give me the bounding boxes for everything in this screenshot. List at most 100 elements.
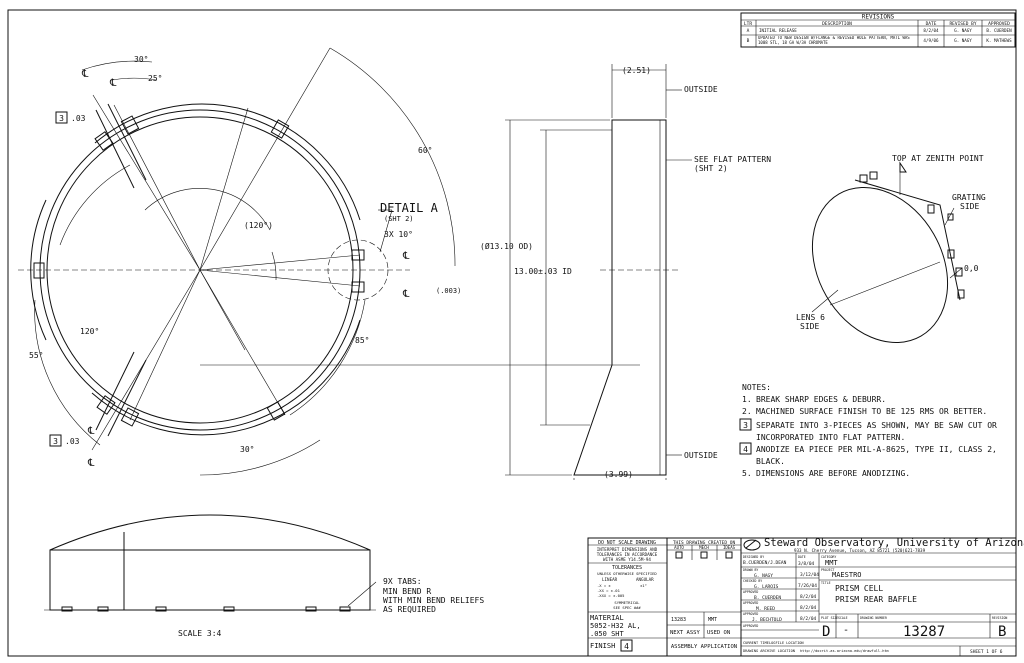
angle-120: 120°: [80, 327, 99, 336]
interpret-2: TOLERANCES IN ACCORDANCE: [597, 552, 658, 557]
centerline-symbol-3: ℄: [87, 426, 95, 437]
angle-30: 30°: [134, 55, 148, 64]
arc-60: [329, 47, 456, 267]
sheet-number: SHEET 1 OF 6: [970, 649, 1003, 655]
tabs-label-4: AS REQUIRED: [383, 605, 436, 614]
note-ref-top-text: .03: [71, 114, 86, 123]
iso-lens-side: SIDE: [800, 322, 819, 331]
detail-a-circle: [327, 239, 389, 301]
unless-specified: UNLESS OTHERWISE SPECIFIED: [597, 571, 657, 576]
rev-a-revised-by: G. NAGY: [954, 28, 972, 33]
used-on-label: USED ON: [707, 630, 730, 636]
drawn-by: G. NAGY: [754, 573, 773, 579]
front-view: 30° 25° 60° (120°) 120° 55° 85° 30° 3X 1…: [18, 47, 640, 476]
rev-b-description-box: UPDATED TO NEW DESIGN W/FLANGE & REVISED…: [758, 36, 910, 44]
assembly-application: ASSEMBLY APPLICATION: [671, 644, 737, 650]
see-flat-sheet: (SHT 2): [694, 164, 728, 173]
organization-name: Steward Observatory, University of Arizo…: [764, 537, 1024, 549]
outside-bottom: OUTSIDE: [684, 451, 718, 460]
created-on: THIS DRAWING CREATED ON: [673, 540, 736, 546]
tol-angular-value: ±1°: [640, 583, 647, 588]
angle-10: 3X 10°: [384, 230, 413, 239]
archive-label: DRAWING ARCHIVE LOCATION: [743, 649, 795, 653]
tol-x: .X = ±: [597, 583, 611, 588]
interpret-1: INTERPRET DIMENSIONS AND: [597, 547, 658, 552]
rev-header-description: DESCRIPTION: [822, 21, 852, 27]
angle-25: 25°: [148, 74, 162, 83]
material-line-2: .050 SHT: [590, 630, 625, 638]
note-3-num: 3: [743, 421, 748, 430]
iso-grating-label: GRATING: [952, 193, 986, 202]
iso-top-label: TOP AT ZENITH POINT: [892, 154, 984, 163]
arc-10: [271, 251, 277, 281]
note-2-text: MACHINED SURFACE FINISH TO BE 125 RMS OR…: [756, 407, 987, 416]
note-3-line-1: SEPARATE INTO 3-PIECES AS SHOWN, MAY BE …: [756, 421, 997, 430]
centerline-symbol-5: ℄: [402, 251, 410, 262]
title-label: TITLE: [821, 581, 831, 585]
material-line-1: 5052-H32 AL,: [590, 622, 641, 630]
tab-bottom-right: [266, 401, 286, 421]
tolerances: TOLERANCES: [612, 565, 642, 571]
note-4-box: [739, 442, 752, 455]
side-view: (2.51) (3.99) OUTSIDE OUTSIDE SEE FLAT P…: [480, 64, 771, 480]
category-label: CATEGORY: [821, 555, 836, 559]
next-assy-number: 13283: [671, 617, 686, 623]
rev-header-revised-by: REVISED BY: [949, 21, 976, 27]
notes-title: NOTES:: [742, 383, 771, 392]
tab-left: [33, 262, 45, 279]
rev-header-ltr: LTR: [744, 21, 752, 27]
note-5-num: 5.: [742, 469, 752, 478]
approved-label-4: APPROVED: [743, 624, 758, 628]
dim-bottom: (3.99): [604, 470, 633, 479]
revision: B: [998, 624, 1006, 640]
note-4-num: 4: [743, 445, 748, 454]
approved-label-2: APPROVED: [743, 601, 758, 605]
note-4-line-1: ANODIZE EA PIECE PER MIL-A-8625, TYPE II…: [756, 445, 997, 454]
rev-header-date: DATE: [926, 21, 937, 27]
arc-25: [111, 77, 157, 81]
angle-55: 55°: [29, 351, 43, 360]
tab-top-left-1: [120, 115, 140, 135]
bottom-dome: [49, 514, 371, 551]
rev-a-description: INITIAL RELEASE: [759, 28, 797, 33]
cad-ideas: IDEAS: [723, 545, 736, 550]
rev-b-date: 4/9/06: [923, 38, 939, 43]
angle-85: 85°: [355, 336, 369, 345]
note-ref-bottom-box: [49, 434, 62, 447]
tab-bottom-left-2: [120, 407, 140, 427]
scale-value: -: [843, 625, 849, 636]
sheet-border: [7, 9, 1017, 657]
next-assy-project: MMT: [708, 617, 717, 623]
drawing-number-label: DRAWING NUMBER: [860, 616, 887, 620]
note-ref-bottom-text: .03: [65, 437, 80, 446]
iso-zero-label: 0,0: [964, 264, 979, 273]
see-flat-pattern: SEE FLAT PATTERN: [694, 155, 771, 164]
flange-arc-bottom: [91, 319, 361, 436]
checked-date: 7/26/04: [798, 583, 817, 589]
tol-xxx: .XXX = ±.005: [597, 593, 624, 598]
approved-1: B. CUERDEN: [754, 595, 781, 601]
approved-date-2: 8/2/04: [800, 605, 817, 611]
size-label: PLOT SIZE: [821, 616, 838, 620]
note-3-box: [739, 418, 752, 431]
project: MAESTRO: [832, 571, 862, 579]
interpret-3: WITH ASME Y14.5M-94: [603, 557, 651, 562]
title-line-1: PRISM CELL: [835, 584, 883, 593]
revisions-table: REVISIONS LTR DESCRIPTION DATE REVISED B…: [740, 12, 1016, 48]
scale-label: SCALE 3:4: [178, 629, 222, 638]
centerline-symbol-1: ℄: [81, 69, 89, 80]
note-1-text: BREAK SHARP EDGES & DEBURR.: [756, 395, 886, 404]
archive-location: http://docrit.as.arizona.edu/drawfull.ht…: [800, 649, 889, 653]
rev-b-approved: K. MATHEWS: [986, 38, 1012, 43]
rev-a-ltr: A: [747, 28, 750, 34]
angle-30-bottom: 30°: [240, 445, 254, 454]
designed-by: B.CUERDEN/J.DEAN: [743, 560, 787, 566]
approved-label-3: APPROVED: [743, 612, 758, 616]
drawing-number: 13287: [903, 624, 945, 640]
inner-diameter: 13.00±.03 ID: [514, 267, 572, 276]
dim-top: (2.51): [622, 66, 651, 75]
organization-address: 933 N. Cherry Avenue, Tucson, AZ 85721 (…: [794, 548, 926, 553]
tab-bottom-left-1: [96, 395, 116, 415]
title-line-2: PRISM REAR BAFFLE: [835, 595, 917, 604]
